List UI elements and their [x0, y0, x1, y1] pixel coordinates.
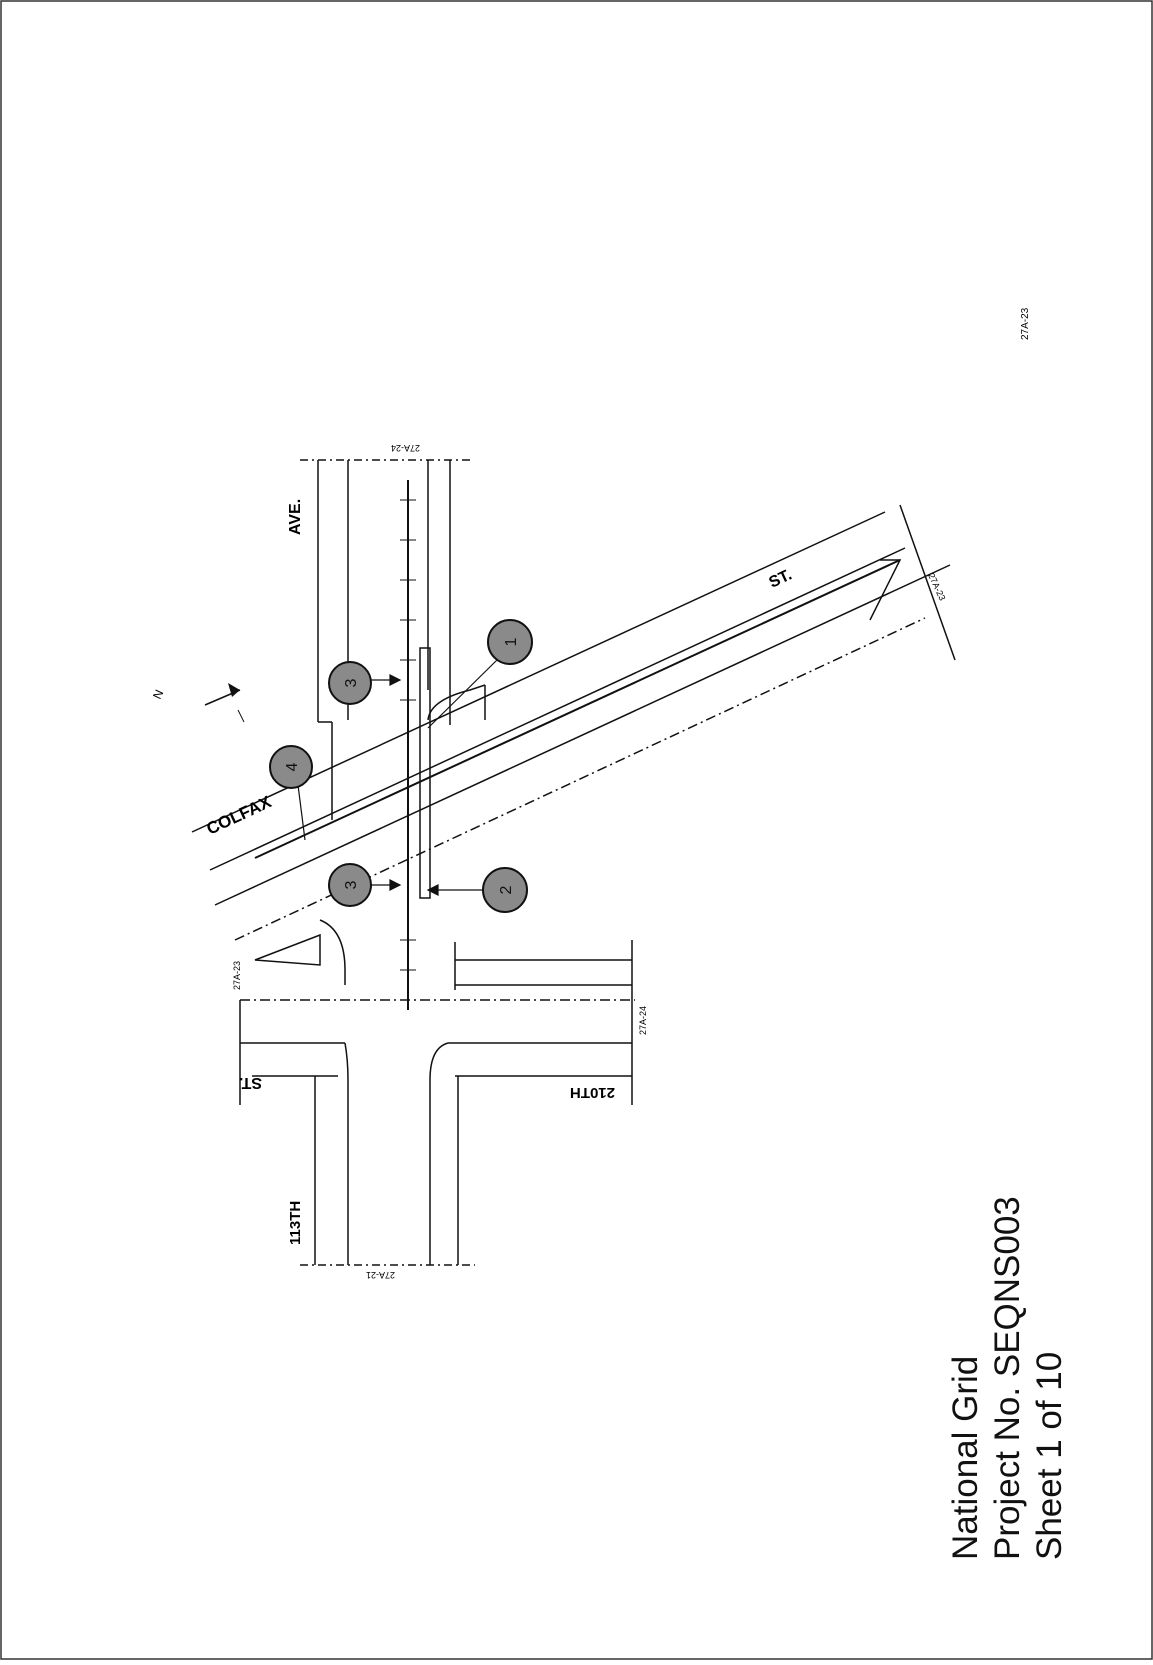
marker-2: 2: [482, 867, 528, 913]
svg-text:N: N: [150, 687, 166, 701]
svg-text:3: 3: [343, 678, 360, 687]
ref-top: 27A-24: [391, 443, 420, 453]
ref-left-corner: 27A-23: [232, 961, 242, 990]
label-colfax: COLFAX: [204, 792, 275, 839]
svg-text:4: 4: [284, 762, 301, 771]
marker-4: 4: [269, 745, 313, 789]
ref-bottom-right: 27A-24: [638, 1006, 648, 1035]
colfax-ave-street: [300, 459, 472, 1010]
dimension-ticks: [400, 499, 416, 971]
title-company: National Grid: [946, 1355, 985, 1560]
marker-3-bottom: 3: [328, 863, 372, 907]
svg-text:1: 1: [503, 637, 520, 646]
ref-right: 27A-23: [1020, 307, 1031, 340]
label-113th: 113TH: [287, 1201, 304, 1245]
label-ave: AVE.: [287, 499, 304, 535]
label-st-113: ST.: [239, 1074, 262, 1091]
lower-intersection: [239, 647, 635, 1266]
title-project: Project No. SEQNS003: [988, 1196, 1027, 1560]
title-block: National Grid Project No. SEQNS003 Sheet…: [945, 1120, 1071, 1560]
diagonal-street: [191, 504, 956, 985]
north-arrow-icon: N: [150, 683, 245, 723]
svg-text:3: 3: [343, 880, 360, 889]
title-sheet: Sheet 1 of 10: [1030, 1351, 1069, 1560]
label-st-diagonal: ST.: [767, 566, 795, 591]
ref-bottom: 27A-21: [366, 1270, 395, 1280]
label-210th: 210TH: [570, 1084, 615, 1101]
marker-leaders: [297, 659, 498, 896]
marker-1: 1: [487, 619, 533, 665]
marker-3-top: 3: [328, 661, 372, 705]
svg-text:2: 2: [498, 885, 515, 894]
